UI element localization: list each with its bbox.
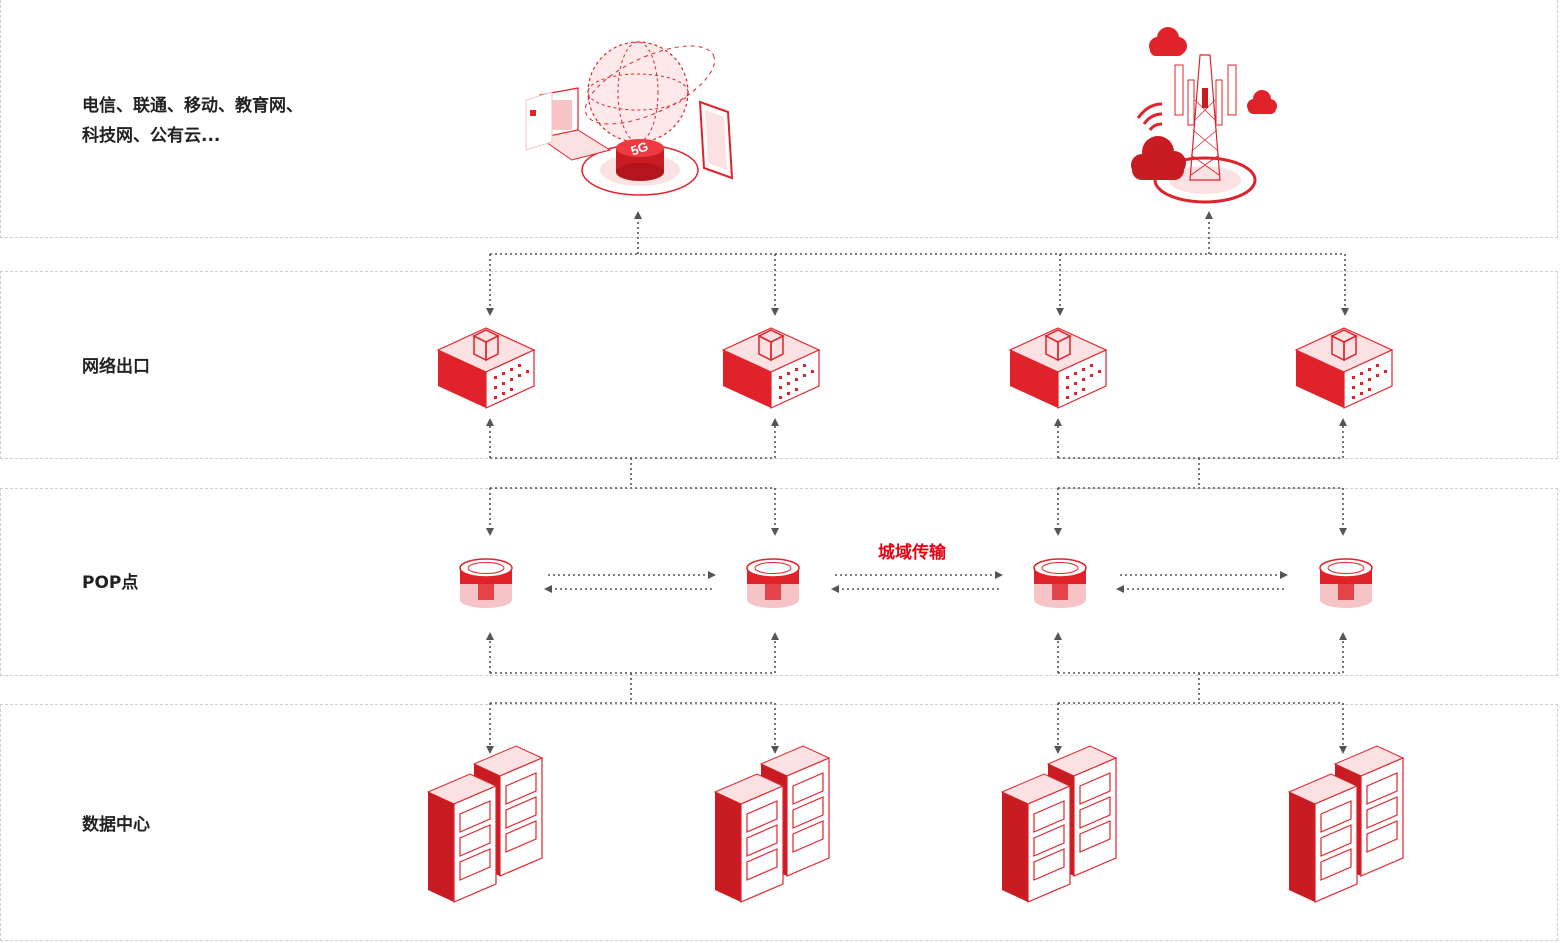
gateway-appliance-icon [436, 327, 536, 409]
server-rack-icon [713, 745, 831, 903]
gateway-appliance-icon [1008, 327, 1108, 409]
egress-band [0, 271, 1558, 459]
carriers-label-line2: 科技网、公有云... [82, 126, 221, 146]
server-rack-icon [1000, 745, 1118, 903]
carriers-band [0, 0, 1558, 238]
pop-node-disk-icon [459, 558, 513, 608]
egress-label: 网络出口 [82, 357, 150, 377]
datacenter-label: 数据中心 [82, 815, 150, 835]
server-rack-icon [426, 745, 544, 903]
datacenter-band [0, 704, 1558, 941]
pop-node-disk-icon [1033, 558, 1087, 608]
server-rack-icon [1287, 745, 1405, 903]
metro-transfer-label: 城域传输 [878, 543, 946, 563]
carriers-label: 电信、联通、移动、教育网、 科技网、公有云... [82, 91, 303, 151]
datacenter-nodes [426, 745, 1405, 903]
pop-label: POP点 [82, 573, 139, 593]
connectors [486, 211, 1349, 754]
gateway-appliance-icon [721, 327, 821, 409]
pop-nodes [459, 558, 1373, 608]
pop-node-disk-icon [1319, 558, 1373, 608]
svg-text:5G: 5G [629, 139, 650, 159]
pop-node-disk-icon [746, 558, 800, 608]
egress-nodes [436, 327, 1394, 409]
carriers-label-line1: 电信、联通、移动、教育网、 [82, 96, 303, 116]
cell-tower-cloud-icon [1131, 27, 1277, 204]
gateway-appliance-icon [1294, 327, 1394, 409]
pop-band [0, 488, 1558, 676]
5g-network-globe-icon: 5G [525, 41, 734, 196]
